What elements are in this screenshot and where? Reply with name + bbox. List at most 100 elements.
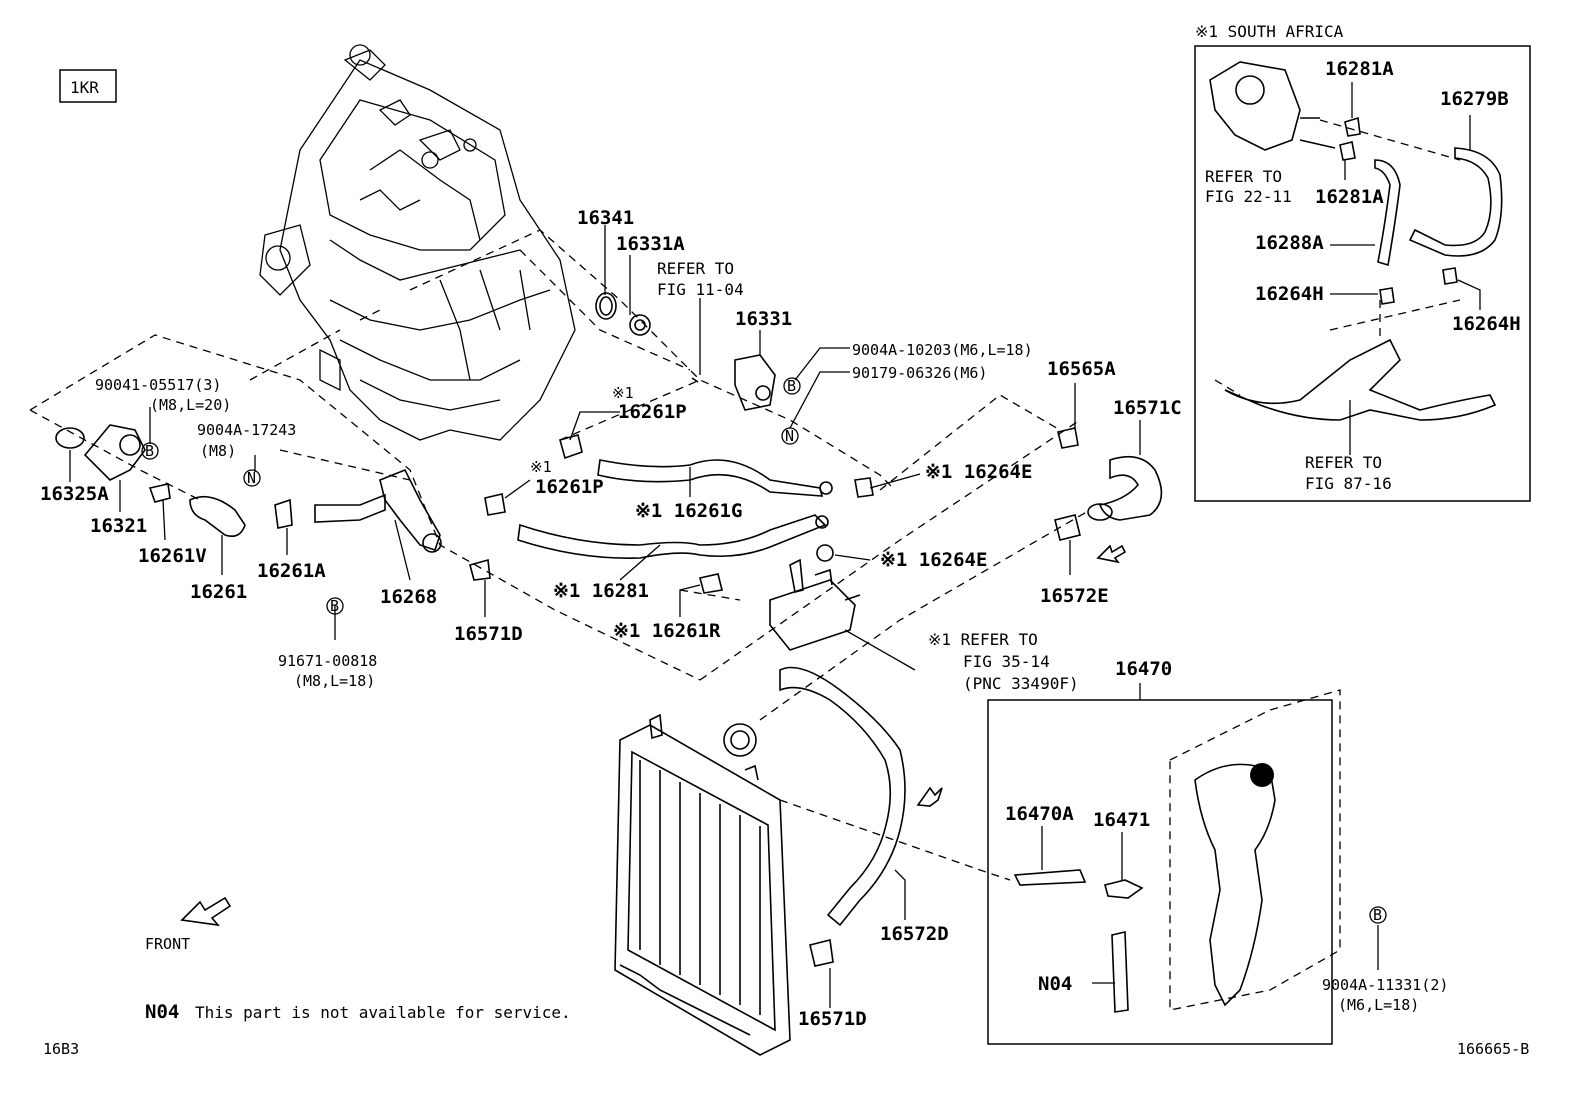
oil-cooler bbox=[769, 558, 861, 651]
bypass-hoses bbox=[484, 434, 874, 594]
engine-code: 1KR bbox=[70, 78, 99, 97]
hose-16261G bbox=[597, 459, 824, 497]
radiator bbox=[614, 713, 791, 1056]
flow-arrow-icon bbox=[916, 544, 1127, 807]
label-refer-11-04-b: FIG 11-04 bbox=[657, 280, 744, 299]
part-labels: 16341 16331A REFER TO FIG 11-04 16331 90… bbox=[40, 22, 1529, 1058]
label-9004A-11331: 9004A-11331(2) bbox=[1322, 976, 1448, 994]
clamp-16261P-top bbox=[559, 434, 583, 460]
label-16281A-top: 16281A bbox=[1325, 58, 1394, 80]
label-16571D-bottom: 16571D bbox=[798, 1008, 867, 1030]
pipe-16268 bbox=[379, 468, 441, 552]
hose-16281 bbox=[517, 514, 827, 559]
clamp-16261V bbox=[148, 483, 171, 503]
nut-marker: N bbox=[781, 427, 799, 445]
label-refer-35-14-c: (PNC 33490F) bbox=[963, 674, 1079, 693]
tube-N04 bbox=[1111, 931, 1129, 1013]
label-refer-87-16-b: FIG 87-16 bbox=[1305, 474, 1392, 493]
label-16331: 16331 bbox=[735, 308, 792, 330]
svg-text:B: B bbox=[787, 377, 796, 395]
diagram-id: 166665-B bbox=[1457, 1040, 1529, 1058]
label-16281: ※1 16281 bbox=[553, 580, 649, 602]
clamp-16261A bbox=[274, 498, 293, 529]
svg-text:B: B bbox=[1373, 906, 1382, 924]
label-16341: 16341 bbox=[577, 207, 634, 229]
label-90179-06326: 90179-06326(M6) bbox=[852, 364, 987, 382]
label-16261R: ※1 16261R bbox=[613, 620, 721, 642]
upper-radiator-hose bbox=[1054, 427, 1163, 541]
label-90041-05517-spec: (M8,L=20) bbox=[150, 396, 231, 414]
label-9004A-17243-spec: (M8) bbox=[200, 442, 236, 460]
label-91671-00818-spec: (M8,L=18) bbox=[294, 672, 375, 690]
label-16261V: 16261V bbox=[138, 545, 207, 567]
leader-lines bbox=[69, 82, 1481, 1008]
hose-16571C bbox=[1098, 455, 1163, 521]
bolt-nut-markers: B N B B N B bbox=[141, 377, 1387, 924]
label-16261P-left-mark: ※1 bbox=[530, 458, 552, 476]
label-refer-22-11-a: REFER TO bbox=[1205, 167, 1282, 186]
inlet-16321 bbox=[83, 424, 146, 481]
hose-16470A bbox=[1013, 869, 1087, 886]
label-16325A: 16325A bbox=[40, 483, 109, 505]
label-16572E: 16572E bbox=[1040, 585, 1109, 607]
page-code: 16B3 bbox=[43, 1040, 79, 1058]
label-16264H-right: 16264H bbox=[1452, 313, 1521, 335]
lower-radiator-hose bbox=[779, 666, 906, 967]
engine-block-illustration bbox=[259, 44, 576, 441]
throttle-body bbox=[1209, 61, 1301, 151]
label-16261P-top: 16261P bbox=[618, 401, 687, 423]
gasket-16325A bbox=[55, 427, 85, 449]
label-16279B: 16279B bbox=[1440, 88, 1509, 110]
label-16261A: 16261A bbox=[257, 560, 326, 582]
label-16264H-left: 16264H bbox=[1255, 283, 1324, 305]
label-16261G: ※1 16261G bbox=[635, 500, 742, 522]
bolt-marker: B bbox=[326, 597, 344, 615]
label-16571C: 16571C bbox=[1113, 397, 1182, 419]
clamp-16281A-top bbox=[1344, 116, 1361, 137]
label-refer-22-11-b: FIG 22-11 bbox=[1205, 187, 1292, 206]
label-16261P-top-mark: ※1 bbox=[612, 384, 634, 402]
cap-16471 bbox=[1104, 879, 1144, 899]
engine-code-box: 1KR bbox=[59, 69, 117, 103]
hose-16279B bbox=[1408, 147, 1503, 257]
reservoir-tank-16470 bbox=[1194, 763, 1276, 1007]
label-91671-00818: 91671-00818 bbox=[278, 652, 377, 670]
clamp-16264H-right bbox=[1442, 267, 1458, 285]
hose-16288A bbox=[1374, 159, 1401, 267]
clamp-16261P-left bbox=[484, 493, 506, 516]
footnote-text: This part is not available for service. bbox=[195, 1003, 571, 1022]
clamp-16261R bbox=[699, 573, 723, 594]
label-16565A: 16565A bbox=[1047, 358, 1116, 380]
thermostat-16331A bbox=[629, 314, 651, 336]
clamp-16571D-bottom bbox=[809, 939, 834, 967]
engine-guide-lines bbox=[29, 229, 1091, 881]
inset-box bbox=[1194, 45, 1531, 502]
housing-16331 bbox=[734, 354, 776, 411]
pipe-assembly bbox=[1224, 338, 1497, 421]
label-16321: 16321 bbox=[90, 515, 147, 537]
bolt-marker: B bbox=[1369, 906, 1387, 924]
label-refer-35-14-a: ※1 REFER TO bbox=[928, 630, 1038, 649]
label-90041-05517: 90041-05517(3) bbox=[95, 376, 221, 394]
label-refer-35-14-b: FIG 35-14 bbox=[963, 652, 1050, 671]
label-16261P-left: 16261P bbox=[535, 476, 604, 498]
clamp-16572E bbox=[1054, 514, 1081, 541]
clamp-16264H-left bbox=[1379, 287, 1395, 305]
inset-title: ※1 SOUTH AFRICA bbox=[1195, 22, 1344, 41]
clamp-16264E-top bbox=[854, 477, 874, 498]
label-16261: 16261 bbox=[190, 581, 247, 603]
clamp-16264E-mid bbox=[816, 544, 834, 562]
label-9004A-11331-spec: (M6,L=18) bbox=[1338, 996, 1419, 1014]
reservoir-group bbox=[987, 689, 1341, 1045]
nut-marker: N bbox=[243, 469, 261, 487]
clamp-16571D-top bbox=[469, 558, 491, 581]
label-16281A-mid: 16281A bbox=[1315, 186, 1384, 208]
clamp-16281A-mid bbox=[1339, 141, 1356, 161]
svg-text:N: N bbox=[247, 469, 256, 487]
svg-text:B: B bbox=[145, 442, 154, 460]
label-9004A-17243: 9004A-17243 bbox=[197, 421, 296, 439]
gasket-16341 bbox=[595, 292, 617, 320]
label-16470: 16470 bbox=[1115, 658, 1172, 680]
label-16331A: 16331A bbox=[616, 233, 685, 255]
